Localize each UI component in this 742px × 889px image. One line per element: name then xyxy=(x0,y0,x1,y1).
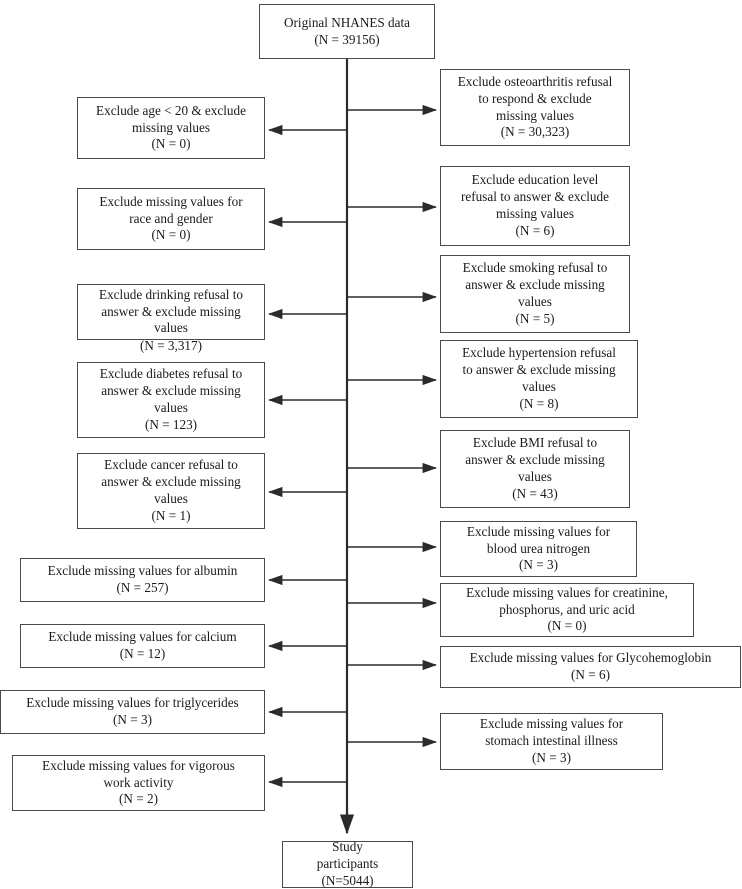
exclusion-box-blood-urea-nitrogen: Exclude missing values for blood urea ni… xyxy=(440,521,637,577)
exclusion-race-gender-count: (N = 0) xyxy=(151,227,191,243)
node-result-line2: participants xyxy=(316,856,379,872)
exclusion-education-line2: refusal to answer & exclude xyxy=(461,189,609,205)
exclusion-hypertension-line3: values xyxy=(522,379,556,394)
exclusion-hypertension-line2: to answer & exclude missing xyxy=(462,362,616,378)
exclusion-smoking-line1: Exclude smoking refusal to xyxy=(462,260,608,276)
exclusion-box-stomach-intestinal-illness: Exclude missing values for stomach intes… xyxy=(440,713,663,770)
exclusion-box-education-level: Exclude education level refusal to answe… xyxy=(440,166,630,246)
exclusion-age-line1: Exclude age < 20 & exclude xyxy=(96,102,246,118)
exclusion-calcium-line1: Exclude missing values for calcium xyxy=(48,629,237,645)
exclusion-creatinine-line2: phosphorus, and uric acid xyxy=(499,601,635,617)
exclusion-diabetes-count: (N = 123) xyxy=(144,416,198,432)
exclusion-box-cancer: Exclude cancer refusal to answer & exclu… xyxy=(77,453,265,529)
exclusion-smoking-line2: answer & exclude missing xyxy=(465,277,605,293)
exclusion-vigorous-count: (N = 2) xyxy=(119,791,158,807)
exclusion-creatinine-count: (N = 0) xyxy=(547,618,587,634)
exclusion-box-albumin: Exclude missing values for albumin (N = … xyxy=(20,558,265,602)
exclusion-bun-line2: blood urea nitrogen xyxy=(486,540,591,556)
exclusion-race-gender-line1: Exclude missing values for xyxy=(99,193,243,209)
exclusion-box-osteoarthritis: Exclude osteoarthritis refusal to respon… xyxy=(440,69,630,146)
exclusion-age-line2: missing values xyxy=(131,119,211,135)
exclusion-box-smoking: Exclude smoking refusal to answer & excl… xyxy=(440,255,630,333)
node-source-line2: (N = 39156) xyxy=(314,31,380,47)
exclusion-smoking-line3: values xyxy=(518,294,552,309)
exclusion-box-bmi: Exclude BMI refusal to answer & exclude … xyxy=(440,430,630,508)
exclusion-smoking-count: (N = 5) xyxy=(515,310,555,326)
exclusion-albumin-line1: Exclude missing values for albumin xyxy=(47,563,238,579)
exclusion-box-race-gender: Exclude missing values for race and gend… xyxy=(77,188,265,250)
exclusion-cancer-line1: Exclude cancer refusal to xyxy=(104,457,238,473)
exclusion-cancer-count: (N = 1) xyxy=(151,507,191,523)
exclusion-drinking-line2: answer & exclude missing xyxy=(101,303,241,319)
exclusion-age-count: (N = 0) xyxy=(151,136,191,152)
exclusion-osteoarthritis-line2: to respond & exclude xyxy=(478,90,592,106)
exclusion-hypertension-count: (N = 8) xyxy=(519,395,559,411)
exclusion-bun-line1: Exclude missing values for xyxy=(466,523,611,539)
exclusion-stomach-line1: Exclude missing values for xyxy=(479,716,624,732)
node-result-line3: (N=5044) xyxy=(321,872,374,888)
exclusion-bmi-line1: Exclude BMI refusal to xyxy=(472,435,598,451)
exclusion-box-diabetes: Exclude diabetes refusal to answer & exc… xyxy=(77,362,265,438)
node-source-line1: Original NHANES data xyxy=(284,14,410,30)
exclusion-box-hypertension: Exclude hypertension refusal to answer &… xyxy=(440,340,638,418)
exclusion-education-line1: Exclude education level xyxy=(471,172,599,188)
exclusion-vigorous-line1: Exclude missing values for vigorous xyxy=(42,757,235,773)
node-original-nhanes-data: Original NHANES data (N = 39156) xyxy=(259,4,435,59)
exclusion-box-calcium: Exclude missing values for calcium (N = … xyxy=(20,624,265,668)
exclusion-osteoarthritis-line3: missing values xyxy=(495,107,575,123)
exclusion-diabetes-line1: Exclude diabetes refusal to xyxy=(99,366,243,382)
node-result-line1: Study xyxy=(332,839,363,855)
exclusion-calcium-count: (N = 12) xyxy=(119,646,166,661)
exclusion-bmi-line2: answer & exclude missing xyxy=(465,452,605,468)
exclusion-glycohemoglobin-count: (N = 6) xyxy=(571,667,610,682)
exclusion-osteoarthritis-line1: Exclude osteoarthritis refusal xyxy=(457,73,613,89)
exclusion-box-glycohemoglobin: Exclude missing values for Glycohemoglob… xyxy=(440,646,741,688)
exclusion-box-drinking: Exclude drinking refusal to answer & exc… xyxy=(77,284,265,340)
exclusion-education-line3: missing values xyxy=(495,206,575,221)
exclusion-stomach-count: (N = 3) xyxy=(532,749,571,765)
exclusion-albumin-count: (N = 257) xyxy=(116,580,169,595)
exclusion-box-age: Exclude age < 20 & exclude missing value… xyxy=(77,97,265,159)
exclusion-glycohemoglobin-line1: Exclude missing values for Glycohemoglob… xyxy=(469,650,712,666)
exclusion-hypertension-line1: Exclude hypertension refusal xyxy=(462,345,616,361)
exclusion-diabetes-line2: answer & exclude missing xyxy=(101,383,241,399)
exclusion-vigorous-line2: work activity xyxy=(103,774,174,790)
exclusion-box-vigorous-work-activity: Exclude missing values for vigorous work… xyxy=(12,755,265,811)
exclusion-education-count: (N = 6) xyxy=(515,222,555,238)
exclusion-race-gender-line2: race and gender xyxy=(129,210,213,226)
exclusion-cancer-line2: answer & exclude missing xyxy=(101,474,241,490)
exclusion-creatinine-line1: Exclude missing values for creatinine, xyxy=(466,584,668,600)
exclusion-triglycerides-count: (N = 3) xyxy=(113,712,152,727)
exclusion-triglycerides-line1: Exclude missing values for triglycerides xyxy=(26,695,239,711)
exclusion-cancer-line3: values xyxy=(154,491,188,506)
exclusion-box-creatinine-phosphorus-uric-acid: Exclude missing values for creatinine, p… xyxy=(440,583,694,637)
exclusion-drinking-line1: Exclude drinking refusal to xyxy=(99,286,243,302)
exclusion-osteoarthritis-count: (N = 30,323) xyxy=(500,124,570,140)
exclusion-bun-count: (N = 3) xyxy=(519,557,558,573)
exclusion-stomach-line2: stomach intestinal illness xyxy=(485,733,618,749)
exclusion-box-triglycerides: Exclude missing values for triglycerides… xyxy=(0,690,265,734)
exclusion-bmi-count: (N = 43) xyxy=(512,485,558,501)
exclusion-drinking-count: (N = 3,317) xyxy=(139,338,202,353)
exclusion-diabetes-line3: values xyxy=(154,400,188,415)
exclusion-bmi-line3: values xyxy=(518,469,552,484)
node-study-participants: Study participants (N=5044) xyxy=(282,839,413,888)
exclusion-drinking-line3: values xyxy=(154,320,188,336)
